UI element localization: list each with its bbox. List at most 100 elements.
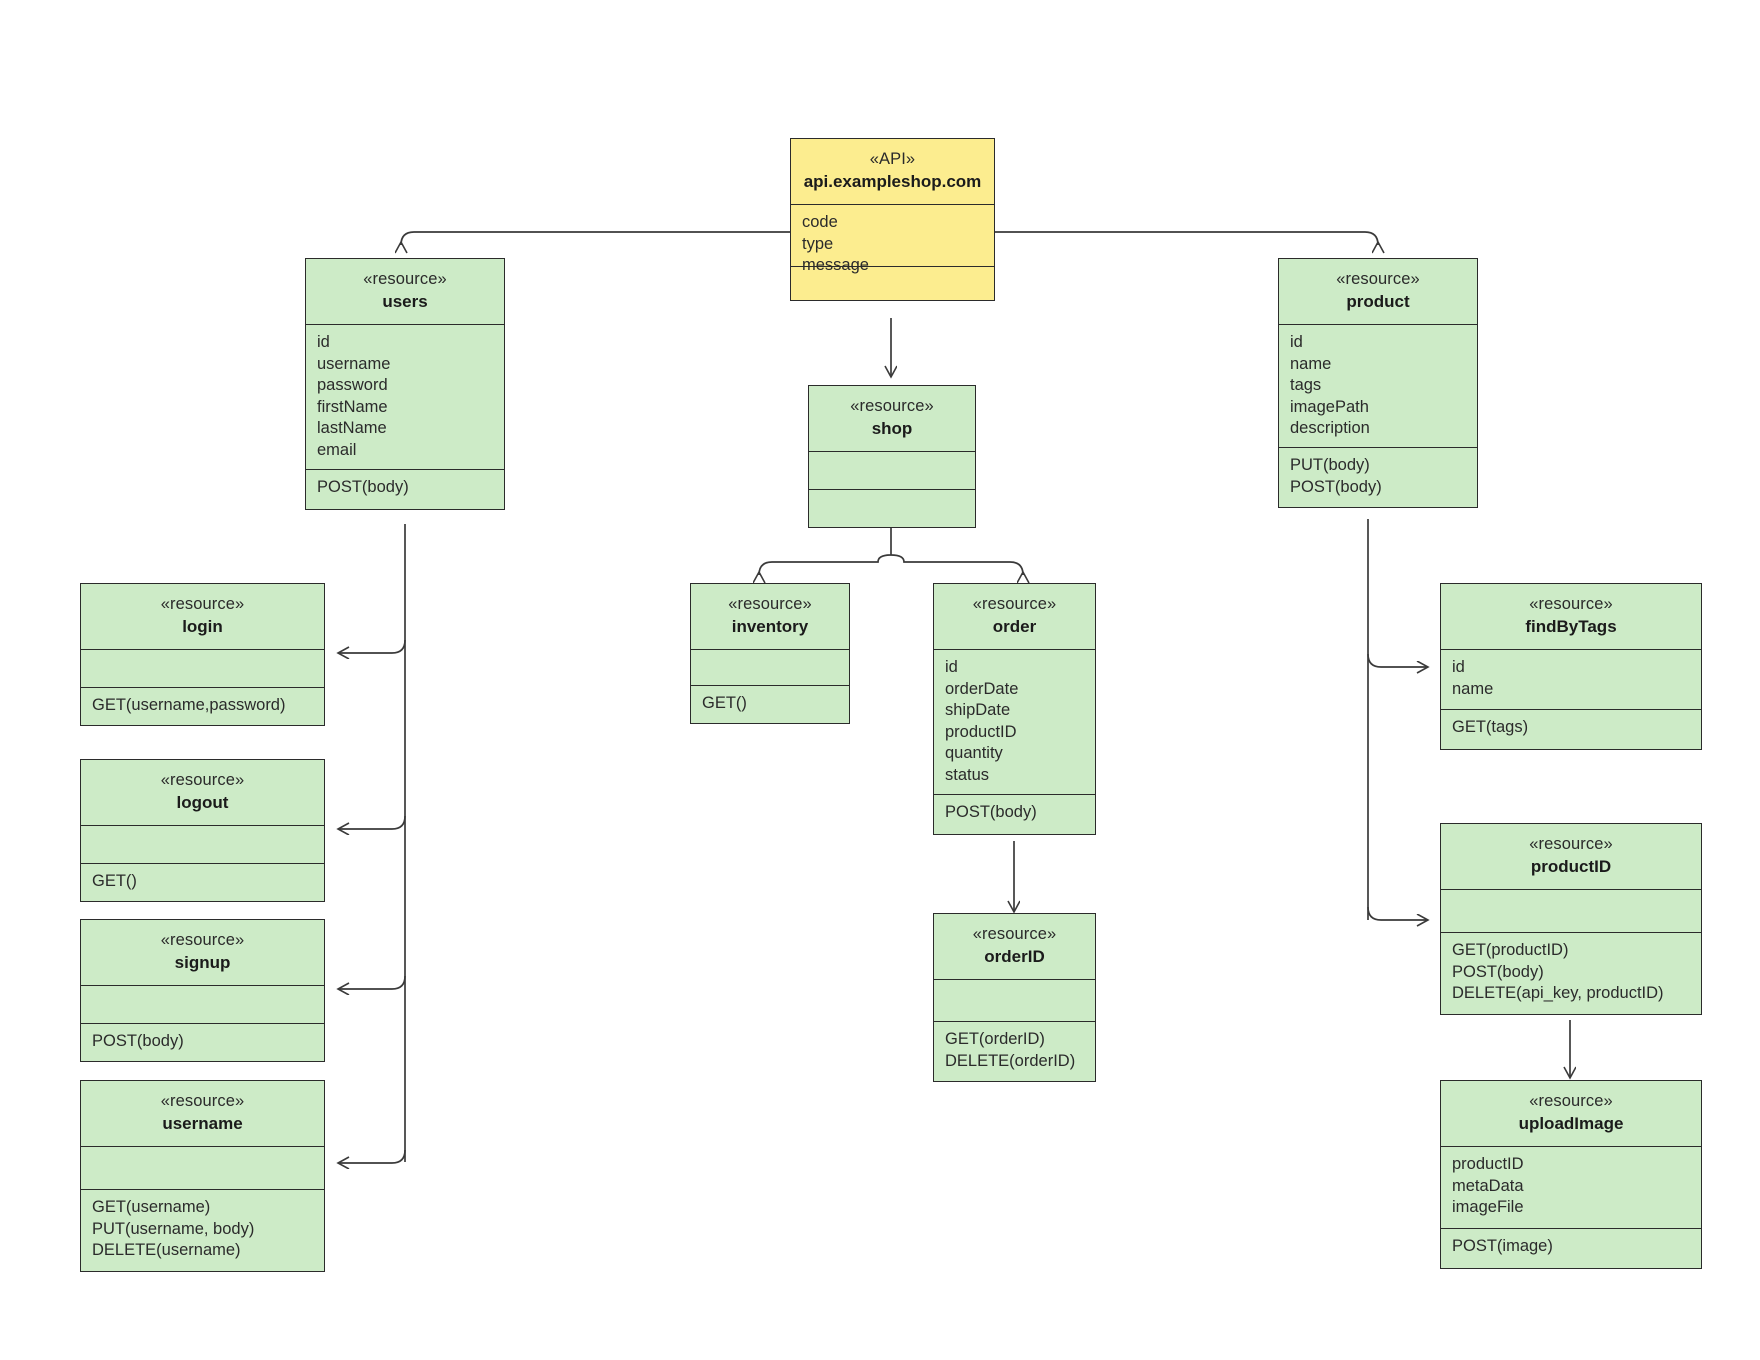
attribute-item: code [802, 213, 838, 231]
node-inventory-operations: GET() [691, 685, 849, 723]
node-signup-attributes [81, 985, 324, 1023]
node-login-header: «resource» login [81, 584, 324, 649]
node-uploadimage-name: uploadImage [1518, 1114, 1624, 1133]
node-shop-header: «resource» shop [809, 386, 975, 451]
operation-item: DELETE(username) [92, 1241, 241, 1259]
node-login-attributes [81, 649, 324, 687]
operation-item: POST(body) [317, 478, 409, 496]
node-login[interactable]: «resource» login GET(username,password) [80, 583, 325, 726]
node-orderid-operations: GET(orderID) DELETE(orderID) [934, 1021, 1095, 1081]
node-username[interactable]: «resource» username GET(username) PUT(us… [80, 1080, 325, 1272]
attribute-item: shipDate [945, 701, 1011, 719]
attribute-item: type [802, 234, 834, 253]
node-order-attributes: id orderDate shipDate productID quantity… [934, 649, 1095, 794]
node-productid-header: «resource» productID [1441, 824, 1701, 889]
attribute-item: username [317, 354, 391, 373]
node-login-name: login [182, 617, 223, 636]
node-productid-operations: GET(productID) POST(body) DELETE(api_key… [1441, 932, 1701, 1014]
node-findbytags[interactable]: «resource» findByTags id name GET(tags) [1440, 583, 1702, 750]
edge-users-signup [338, 975, 406, 989]
edge-users-username [338, 1149, 406, 1163]
node-inventory[interactable]: «resource» inventory GET() [690, 583, 850, 724]
operation-item: POST(body) [92, 1032, 184, 1050]
node-shop-stereotype: «resource» [850, 397, 934, 415]
operation-item: GET(tags) [1452, 718, 1529, 736]
node-inventory-attributes [691, 649, 849, 685]
operation-item: POST(body) [1290, 477, 1382, 496]
node-orderid-header: «resource» orderID [934, 914, 1095, 979]
attribute-item: status [945, 765, 990, 784]
node-signup-name: signup [174, 953, 231, 972]
attribute-item: productID [945, 722, 1017, 741]
node-findbytags-stereotype: «resource» [1529, 595, 1613, 613]
node-product-operations: PUT(body) POST(body) [1279, 447, 1477, 507]
node-order-header: «resource» order [934, 584, 1095, 649]
node-api-operations [791, 266, 994, 300]
edge-api-users [401, 231, 790, 245]
node-logout-stereotype: «resource» [160, 771, 245, 789]
operation-item: GET() [702, 694, 747, 712]
node-product[interactable]: «resource» product id name tags imagePat… [1278, 258, 1478, 508]
operation-item: GET(orderID) [945, 1030, 1045, 1048]
node-productid-stereotype: «resource» [1529, 835, 1613, 853]
attribute-item: id [1290, 333, 1303, 351]
node-users[interactable]: «resource» users id username password fi… [305, 258, 505, 510]
attribute-item: name [1290, 354, 1332, 373]
attribute-item: quantity [945, 744, 1003, 762]
node-logout[interactable]: «resource» logout GET() [80, 759, 325, 902]
node-users-attributes: id username password firstName lastName … [306, 324, 504, 469]
operation-item: POST(image) [1452, 1237, 1553, 1255]
node-productid-attributes [1441, 889, 1701, 932]
edge-product-productid [1367, 906, 1428, 920]
attribute-item: tags [1290, 376, 1322, 394]
node-shop-attributes [809, 451, 975, 489]
edge-api-product [995, 231, 1378, 245]
edge-product-findbytags [1367, 653, 1428, 667]
node-logout-header: «resource» logout [81, 760, 324, 825]
attribute-item: password [317, 376, 388, 394]
node-uploadimage-header: «resource» uploadImage [1441, 1081, 1701, 1146]
node-signup-operations: POST(body) [81, 1023, 324, 1061]
node-order-name: order [992, 617, 1037, 636]
node-login-operations: GET(username,password) [81, 687, 324, 725]
node-username-stereotype: «resource» [160, 1092, 245, 1110]
node-api[interactable]: «API» api.exampleshop.com code type mess… [790, 138, 995, 301]
operation-item: DELETE(orderID) [945, 1051, 1076, 1070]
node-logout-name: logout [176, 793, 229, 812]
node-productid[interactable]: «resource» productID GET(productID) POST… [1440, 823, 1702, 1015]
node-api-stereotype: «API» [869, 150, 916, 168]
node-findbytags-operations: GET(tags) [1441, 709, 1701, 749]
node-username-header: «resource» username [81, 1081, 324, 1146]
node-findbytags-header: «resource» findByTags [1441, 584, 1701, 649]
node-uploadimage-operations: POST(image) [1441, 1228, 1701, 1268]
node-orderid-stereotype: «resource» [972, 925, 1057, 943]
attribute-item: id [317, 333, 330, 351]
node-users-name: users [382, 292, 428, 311]
node-order[interactable]: «resource» order id orderDate shipDate p… [933, 583, 1096, 835]
attribute-item: metaData [1452, 1176, 1524, 1195]
node-orderid-name: orderID [984, 947, 1045, 966]
node-uploadimage-attributes: productID metaData imageFile [1441, 1146, 1701, 1228]
node-uploadimage[interactable]: «resource» uploadImage productID metaDat… [1440, 1080, 1702, 1269]
attribute-item: name [1452, 679, 1494, 698]
operation-item: POST(body) [945, 803, 1037, 821]
node-product-stereotype: «resource» [1336, 270, 1420, 288]
edge-users-login [338, 639, 406, 653]
node-product-header: «resource» product [1279, 259, 1477, 324]
operation-item: DELETE(api_key, productID) [1452, 984, 1664, 1002]
attribute-item: orderDate [945, 679, 1019, 698]
node-shop-operations [809, 489, 975, 527]
node-username-name: username [162, 1114, 243, 1133]
node-order-operations: POST(body) [934, 794, 1095, 834]
node-users-operations: POST(body) [306, 469, 504, 509]
node-shop[interactable]: «resource» shop [808, 385, 976, 528]
node-inventory-header: «resource» inventory [691, 584, 849, 649]
attribute-item: productID [1452, 1155, 1524, 1173]
node-signup[interactable]: «resource» signup POST(body) [80, 919, 325, 1062]
attribute-item: firstName [317, 397, 388, 416]
node-orderid[interactable]: «resource» orderID GET(orderID) DELETE(o… [933, 913, 1096, 1082]
operation-item: PUT(username, body) [92, 1219, 255, 1238]
operation-item: GET(username) [92, 1198, 211, 1216]
edge-shop-inventory [759, 554, 892, 575]
